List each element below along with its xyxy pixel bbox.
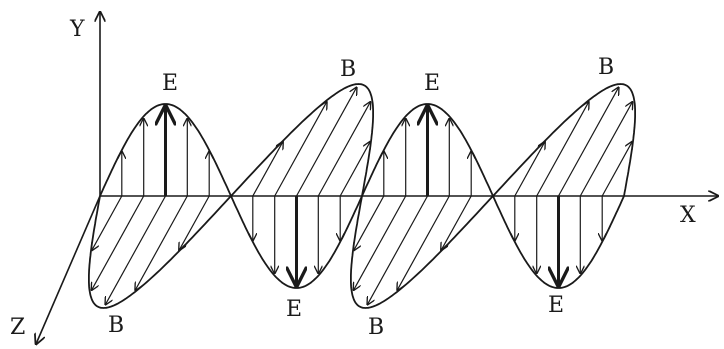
b-field-vector	[441, 195, 472, 250]
x-axis-label: X	[680, 203, 696, 228]
e-label-bottom-2: E	[548, 293, 564, 318]
wave-curves	[88, 83, 636, 309]
b-field-vector	[367, 195, 429, 305]
electric-field-vectors	[122, 107, 602, 285]
b-field-vector	[514, 142, 545, 197]
b-field-vector	[601, 142, 632, 197]
b-label-bottom-1: B	[108, 313, 124, 338]
b-field-vector	[317, 102, 370, 197]
e-label-bottom-1: E	[286, 297, 302, 322]
y-axis-label: Y	[69, 17, 85, 42]
b-field-vector	[536, 102, 589, 197]
b-field-vector	[105, 195, 167, 305]
z-axis	[36, 195, 101, 344]
e-label-top-1: E	[162, 71, 178, 96]
b-field-vector	[397, 195, 450, 290]
b-label-top-1: B	[340, 57, 356, 82]
b-field-vector	[295, 87, 357, 197]
b-field-vector	[339, 142, 370, 197]
b-field-vector	[557, 87, 619, 197]
b-field-vector	[354, 195, 385, 250]
b-field-vector	[92, 195, 123, 250]
b-label-top-2: B	[598, 55, 614, 80]
e-label-top-2: E	[424, 71, 440, 96]
b-field-vector	[135, 195, 188, 290]
magnetic-field-curve	[88, 83, 636, 309]
b-field-vector	[579, 102, 632, 197]
b-field-vector	[92, 195, 145, 290]
magnetic-field-vectors	[92, 87, 633, 304]
b-label-bottom-2: B	[368, 315, 384, 340]
z-axis-label: Z	[10, 315, 25, 340]
b-field-vector	[354, 195, 407, 290]
b-field-vector	[252, 142, 283, 197]
b-field-vector	[274, 102, 327, 197]
b-field-vector	[179, 195, 210, 250]
